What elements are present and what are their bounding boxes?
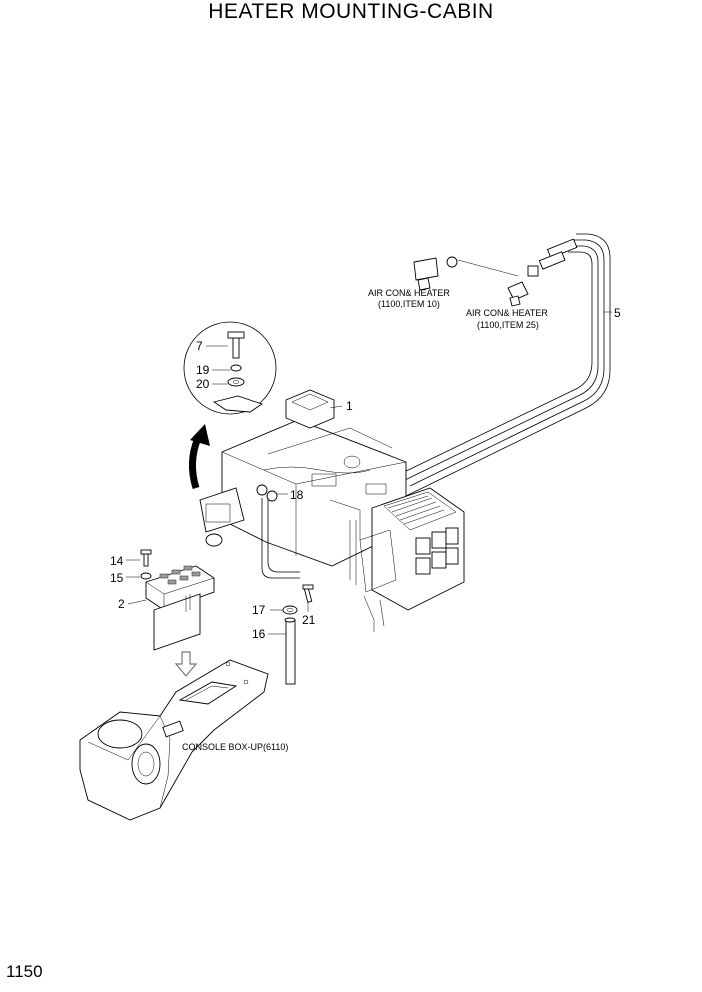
callout-15: 15 xyxy=(110,571,124,585)
console-box-note: CONSOLE BOX-UP(6110) xyxy=(182,742,288,752)
callout-18: 18 xyxy=(290,488,304,502)
page-title: HEATER MOUNTING-CABIN xyxy=(208,0,494,23)
callout-14: 14 xyxy=(110,554,124,568)
heater-unit xyxy=(199,389,407,585)
callout-1: 1 xyxy=(346,399,353,413)
screw-14 xyxy=(126,549,152,567)
callout-5: 5 xyxy=(614,306,621,320)
callout-16: 16 xyxy=(252,627,266,641)
callout-19: 19 xyxy=(196,363,210,377)
callout-20: 20 xyxy=(196,377,210,391)
aircon-note-right-line2: (1100,ITEM 25) xyxy=(477,320,539,330)
screw-21 xyxy=(302,584,314,603)
drain-pipe xyxy=(268,617,296,685)
aircon-note-left-line1: AIR CON& HEATER xyxy=(368,288,450,298)
heater-hose-assembly xyxy=(399,233,611,497)
callout-21: 21 xyxy=(302,613,316,627)
pipe-clamp xyxy=(270,605,298,615)
control-panel xyxy=(145,565,215,651)
aircon-note-left-line2: (1100,ITEM 10) xyxy=(378,299,440,309)
leader-lines xyxy=(307,311,612,612)
console-box xyxy=(79,659,269,821)
callout-2: 2 xyxy=(118,597,125,611)
callout-17: 17 xyxy=(252,603,266,617)
page-number: 1150 xyxy=(6,962,43,981)
aircon-fitting-right xyxy=(507,281,529,307)
curved-arrow-icon xyxy=(189,424,210,490)
down-arrow-icon xyxy=(174,651,198,677)
aircon-note-right-line1: AIR CON& HEATER xyxy=(466,308,548,318)
washer-15 xyxy=(126,572,152,580)
hose-clamp xyxy=(256,484,288,502)
aircon-fitting-left xyxy=(413,256,519,291)
mounting-detail-circle xyxy=(183,321,277,415)
filter-housing xyxy=(359,487,465,632)
callout-7: 7 xyxy=(196,339,203,353)
